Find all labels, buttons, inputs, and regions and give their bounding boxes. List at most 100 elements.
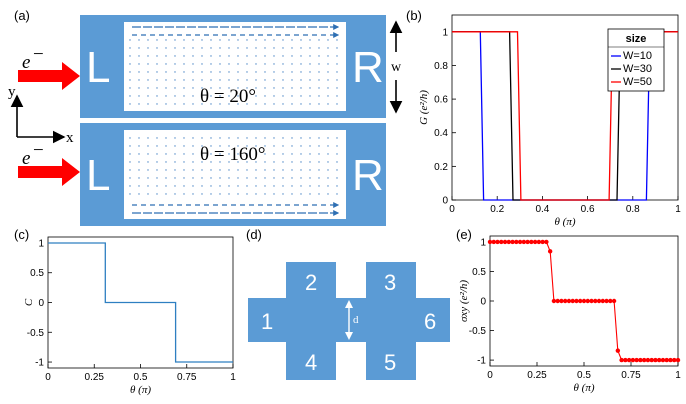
data-point bbox=[645, 357, 651, 363]
spin-dot bbox=[282, 185, 284, 187]
spin-dot bbox=[219, 39, 221, 41]
spin-dot bbox=[255, 169, 257, 171]
spin-dot bbox=[129, 153, 131, 155]
spin-dot bbox=[165, 193, 167, 195]
data-point bbox=[615, 348, 621, 353]
spin-dot bbox=[174, 63, 176, 65]
y-tick-label: -1 bbox=[477, 356, 486, 367]
data-point bbox=[596, 298, 602, 304]
spin-dot bbox=[291, 71, 293, 73]
spin-dot bbox=[282, 103, 284, 105]
spin-dot bbox=[264, 169, 266, 171]
spin-dot bbox=[183, 47, 185, 49]
spin-dot bbox=[129, 185, 131, 187]
spin-dot bbox=[219, 185, 221, 187]
spin-dot bbox=[219, 161, 221, 163]
spin-dot bbox=[237, 95, 239, 97]
x-tick-label: 0.5 bbox=[134, 372, 148, 383]
data-point bbox=[510, 239, 515, 245]
spin-dot bbox=[237, 177, 239, 179]
data-point bbox=[660, 357, 666, 363]
spin-dot bbox=[174, 87, 176, 89]
x-tick-label: 0 bbox=[45, 372, 51, 383]
spin-dot bbox=[138, 95, 140, 97]
spin-dot bbox=[174, 71, 176, 73]
spin-dot bbox=[255, 55, 257, 57]
spin-dot bbox=[309, 137, 311, 139]
spin-dot bbox=[246, 63, 248, 65]
spin-dot bbox=[273, 55, 275, 57]
spin-dot bbox=[336, 39, 338, 41]
spin-dot bbox=[147, 79, 149, 81]
series-line bbox=[48, 242, 233, 363]
spin-dot bbox=[255, 79, 257, 81]
spin-dot bbox=[210, 161, 212, 163]
spin-dot bbox=[201, 137, 203, 139]
spin-dot bbox=[327, 39, 329, 41]
spin-dot bbox=[318, 55, 320, 57]
spin-dot bbox=[255, 153, 257, 155]
spin-dot bbox=[129, 193, 131, 195]
spin-dot bbox=[327, 153, 329, 155]
spin-dot bbox=[327, 177, 329, 179]
spin-dot bbox=[156, 161, 158, 163]
spin-dot bbox=[147, 161, 149, 163]
spin-dot bbox=[336, 55, 338, 57]
x-tick-label: 0.75 bbox=[621, 370, 641, 381]
data-point bbox=[540, 239, 545, 245]
spin-field-top bbox=[129, 24, 340, 105]
spin-dot bbox=[264, 95, 266, 97]
spin-dot bbox=[156, 145, 158, 147]
electron-injection-bottom: e − bbox=[18, 140, 80, 186]
spin-dot bbox=[228, 95, 230, 97]
spin-dot bbox=[201, 55, 203, 57]
spin-dot bbox=[201, 63, 203, 65]
legend-entry: W=30 bbox=[623, 63, 652, 75]
y-axis-label: σxy (e²/h) bbox=[458, 280, 470, 322]
spin-dot bbox=[129, 47, 131, 49]
spin-dot bbox=[273, 39, 275, 41]
spin-dot bbox=[336, 87, 338, 89]
spin-dot bbox=[255, 71, 257, 73]
spin-dot bbox=[291, 177, 293, 179]
electron-label-bottom: e bbox=[22, 148, 30, 169]
spin-dot bbox=[237, 145, 239, 147]
spin-dot bbox=[165, 161, 167, 163]
spin-dot bbox=[309, 169, 311, 171]
spin-dot bbox=[201, 193, 203, 195]
spin-dot bbox=[246, 193, 248, 195]
spin-dot bbox=[300, 145, 302, 147]
y-tick-label: 1 bbox=[480, 237, 486, 248]
spin-dot bbox=[156, 169, 158, 171]
y-tick-label: 0.5 bbox=[30, 268, 44, 279]
spin-dot bbox=[291, 103, 293, 105]
spin-dot bbox=[228, 185, 230, 187]
y-tick-label: 1 bbox=[442, 27, 448, 38]
x-tick-label: 0.4 bbox=[535, 204, 549, 215]
data-point bbox=[589, 298, 594, 304]
spin-dot bbox=[192, 63, 194, 65]
spin-dot bbox=[219, 47, 221, 49]
data-point bbox=[544, 239, 549, 245]
spin-dot bbox=[282, 79, 284, 81]
electron-sup-bottom: − bbox=[33, 140, 44, 161]
spin-dot bbox=[138, 71, 140, 73]
spin-dot bbox=[165, 79, 167, 81]
spin-dot bbox=[273, 87, 275, 89]
x-axis-label: θ (π) bbox=[555, 216, 576, 228]
spin-dot bbox=[228, 145, 230, 147]
spin-dot bbox=[336, 169, 338, 171]
spin-dot bbox=[138, 47, 140, 49]
spin-dot bbox=[273, 193, 275, 195]
spin-dot bbox=[210, 153, 212, 155]
spin-dot bbox=[309, 55, 311, 57]
spin-dot bbox=[147, 95, 149, 97]
spin-dot bbox=[318, 169, 320, 171]
spin-dot bbox=[291, 153, 293, 155]
spin-dot bbox=[300, 55, 302, 57]
spin-dot bbox=[300, 103, 302, 105]
electron-sup-top: − bbox=[33, 44, 44, 65]
data-point bbox=[604, 298, 609, 304]
